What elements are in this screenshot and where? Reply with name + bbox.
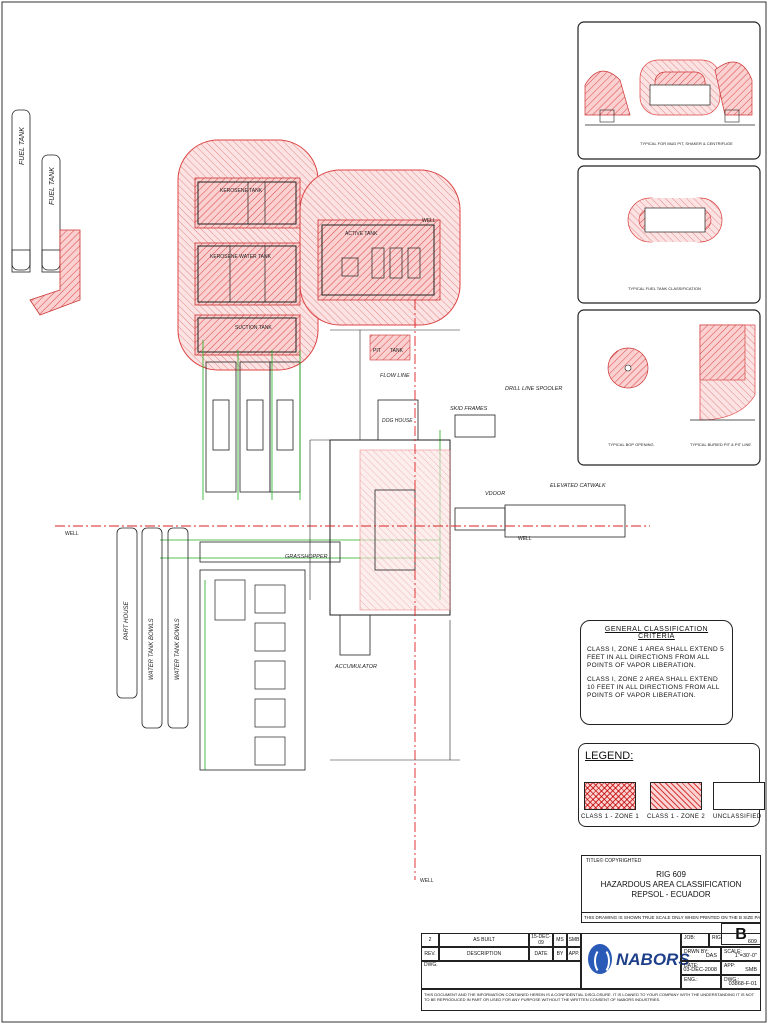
label-well-bottom: WELL — [420, 878, 434, 884]
label-dog-house: DOG HOUSE — [382, 418, 413, 424]
label-skid-frames: SKID FRAMES — [450, 406, 488, 412]
rev-header-description: DESCRIPTION — [439, 947, 529, 961]
rev-date: 15-DEC-09 — [529, 933, 553, 947]
zone1-kerosene — [194, 177, 301, 229]
detail-bop: TYPICAL BOP OPENING TYPICAL BURIED PIT &… — [577, 309, 761, 466]
mud-pumps — [205, 361, 301, 493]
label-kerosene-water-tank: KEROSENE WATER TANK — [210, 254, 272, 260]
label-pit: PIT — [373, 348, 381, 354]
rev-number: 2 — [421, 933, 439, 947]
scale-cell: SCALE:1"=30'-0" — [721, 947, 761, 961]
label-tank: TANK — [390, 348, 404, 354]
legend-title: LEGEND: — [585, 750, 634, 762]
caption-detail-2: TYPICAL FUEL TANK CLASSIFICATION — [628, 286, 701, 291]
nabors-logo-mark — [588, 944, 612, 974]
label-drill-line-spooler: DRILL LINE SPOOLER — [505, 386, 562, 392]
legal-notice: THIS DOCUMENT AND THE INFORMATION CONTAI… — [421, 989, 761, 1011]
label-kerosene-tank: KEROSENE TANK — [220, 188, 263, 194]
job-cell: JOB: — [681, 933, 709, 947]
criteria-zone2: CLASS I, ZONE 2 AREA SHALL EXTEND 10 FEE… — [587, 676, 720, 699]
label-vdoor: VDOOR — [485, 491, 505, 497]
legend-label-zone1: CLASS 1 - ZONE 1 — [581, 814, 640, 820]
label-part-house: PART HOUSE — [124, 601, 130, 640]
label-active-tank: ACTIVE TANK — [345, 231, 378, 237]
zone1-kerosene-water — [194, 242, 301, 306]
detail-fuel-tank: TYPICAL FUEL TANK CLASSIFICATION — [577, 165, 761, 304]
eng-cell: ENG.: — [681, 975, 721, 989]
label-fuel-tank-1: FUEL TANK — [19, 127, 26, 165]
legend-swatch-unclassified — [713, 782, 765, 810]
label-elevated-catwalk: ELEVATED CATWALK — [550, 483, 606, 489]
rev-header-by: BY — [553, 947, 567, 961]
nabors-logo: NABORS — [581, 933, 690, 989]
label-fuel-tank-2: FUEL TANK — [49, 167, 56, 205]
title-block: TITLE© COPYRIGHTED RIG 609 HAZARDOUS ARE… — [421, 855, 761, 1015]
catwalk — [504, 504, 626, 538]
criteria-title: GENERAL CLASSIFICATION CRITERIA — [604, 626, 709, 640]
dwg-cell: DWG.:03868-F-01 — [721, 975, 761, 989]
zone1-active — [317, 219, 441, 301]
legend-swatch-zone1 — [584, 782, 636, 810]
label-water-tank-2: WATER TANK BOWLS — [175, 618, 181, 680]
title-line-3: REPSOL - ECUADOR — [631, 890, 711, 899]
date-cell: DATE:03-DEC-2008 — [681, 961, 721, 975]
copyright-label: TITLE© COPYRIGHTED — [586, 858, 642, 864]
caption-detail-3b: TYPICAL BURIED PIT & PIT LINE — [690, 442, 751, 447]
label-well-left: WELL — [65, 531, 79, 537]
rev-header-app: APP. — [567, 947, 581, 961]
classification-criteria: GENERAL CLASSIFICATION CRITERIA CLASS I,… — [580, 620, 733, 725]
label-well-center: WELL — [518, 536, 532, 542]
detail-mud-pit: TYPICAL FOR MUD PIT, SHAKER & CENTRIFUGE — [577, 21, 761, 160]
zone-fuel-line — [29, 229, 81, 316]
ref-dwg: DWG. — [421, 961, 581, 989]
label-well-top: WELL — [422, 218, 436, 224]
caption-detail-1: TYPICAL FOR MUD PIT, SHAKER & CENTRIFUGE — [640, 141, 733, 146]
scale-note: THIS DRAWING IS SHOWN TRUE SCALE ONLY WH… — [581, 913, 761, 923]
rev-by: MS — [553, 933, 567, 947]
caption-detail-3a: TYPICAL BOP OPENING — [608, 442, 654, 447]
title-box: TITLE© COPYRIGHTED RIG 609 HAZARDOUS ARE… — [581, 855, 761, 913]
title-line-2: HAZARDOUS AREA CLASSIFICATION — [600, 880, 742, 889]
rev-description: AS BUILT — [439, 933, 529, 947]
legend-label-zone2: CLASS 1 - ZONE 2 — [647, 814, 706, 820]
rev-header-rev: REV. — [421, 947, 439, 961]
legend-label-unclassified: UNCLASSIFIED — [713, 814, 762, 820]
main-plan: KEROSENE TANK KEROSENE WATER TANK SUCTIO… — [11, 109, 650, 884]
app-cell: APP:SMB — [721, 961, 761, 975]
rev-header-date: DATE — [529, 947, 553, 961]
zone1-suction — [194, 314, 301, 356]
legend-swatch-zone2 — [650, 782, 702, 810]
label-water-tank-1: WATER TANK BOWLS — [149, 618, 155, 680]
rig-cell: RIG:609 — [709, 933, 761, 947]
generator-house — [199, 569, 306, 771]
title-line-1: RIG 609 — [656, 870, 686, 879]
criteria-zone1: CLASS I, ZONE 1 AREA SHALL EXTEND 5 FEET… — [587, 646, 725, 669]
drawn-cell: DRWN BY:DAS — [681, 947, 721, 961]
rev-app: SMB — [567, 933, 581, 947]
legend: LEGEND: CLASS 1 - ZONE 1 CLASS 1 - ZONE … — [578, 743, 765, 827]
label-suction-tank: SUCTION TANK — [235, 325, 272, 331]
nabors-wordmark: NABORS — [616, 950, 690, 969]
label-flow-line: FLOW LINE — [380, 373, 410, 379]
label-accumulator: ACCUMULATOR — [334, 664, 377, 670]
label-grasshopper: GRASSHOPPER — [285, 554, 328, 560]
